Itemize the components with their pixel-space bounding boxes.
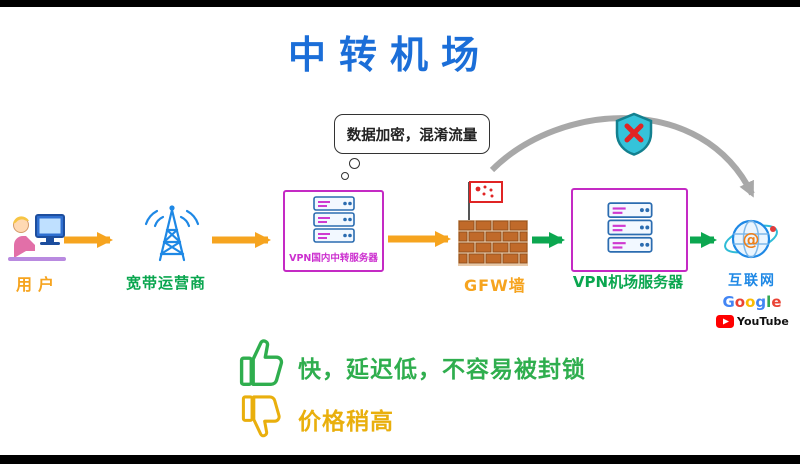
svg-text:@: @ [743,230,760,250]
diagram-title: 中转机场 [288,33,493,77]
relay-server-label: VPN国内中转服务器 [289,253,378,264]
globe-internet-icon: @ [722,210,780,272]
cons-text: 价格稍高 [298,409,394,435]
thumbs-up-icon [230,334,288,396]
shield-block-icon [614,112,654,160]
airport-server-label: VPN机场服务器 [572,273,684,291]
youtube-logo: YouTube [716,315,789,328]
user-computer-icon [6,206,68,268]
gfw-label: GFW墙 [464,276,526,295]
youtube-play-icon [716,315,734,328]
google-logo: Google [722,293,782,311]
thumbs-down-icon [233,390,285,446]
thought-bubble-dot [349,158,360,169]
thought-bubble-dot [341,172,349,180]
user-label: 用户 [16,275,61,294]
thought-bubble-text: 数据加密，混淆流量 [346,127,478,144]
youtube-label: YouTube [737,315,789,328]
letterbox-top [0,0,800,7]
internet-label: 互联网 [728,273,776,289]
server-rack-icon [311,196,357,248]
letterbox-bottom [0,455,800,464]
pros-text: 快，延迟低，不容易被封锁 [298,357,586,383]
brick-wall-icon [458,220,528,270]
isp-label: 宽带运营商 [126,274,207,292]
relay-server-box: VPN国内中转服务器 [283,190,384,272]
radio-tower-icon [142,200,202,270]
server-rack-icon [605,202,655,258]
thought-bubble: 数据加密，混淆流量 [334,114,490,154]
airport-server-box [571,188,688,272]
